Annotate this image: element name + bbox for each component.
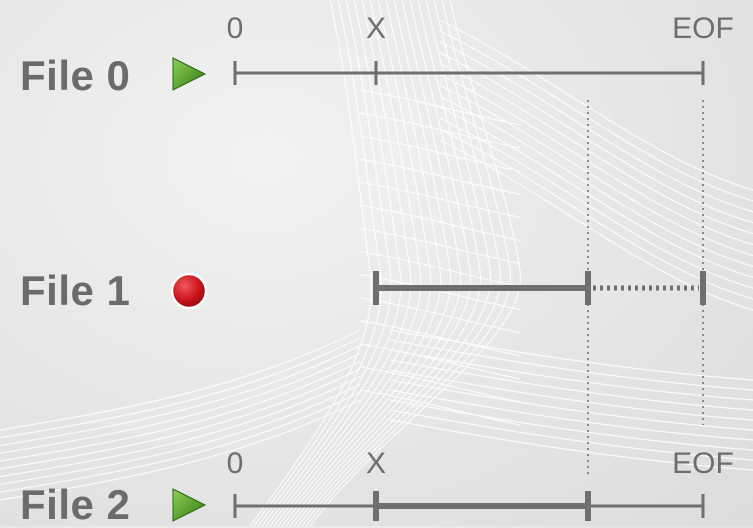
record-icon: [170, 272, 208, 310]
file-1-label: File 1: [20, 267, 131, 314]
file-0-tick-label-eof: EOF: [672, 12, 734, 45]
file-2-tick-label-eof: EOF: [672, 447, 734, 480]
file-0-tick-label-x: X: [365, 12, 387, 45]
file-0-label: File 0: [20, 52, 131, 99]
file-2-tick-label-start: 0: [226, 447, 244, 480]
file-1-timeline: [373, 271, 706, 305]
file-0-tick-label-start: 0: [226, 12, 244, 45]
file-2-timeline: [233, 491, 705, 521]
play-icon: [172, 488, 207, 522]
play-icon: [172, 57, 207, 91]
file-0-timeline: [233, 61, 705, 85]
file-2-tick-label-x: X: [365, 447, 387, 480]
file-2-label: File 2: [20, 481, 131, 528]
